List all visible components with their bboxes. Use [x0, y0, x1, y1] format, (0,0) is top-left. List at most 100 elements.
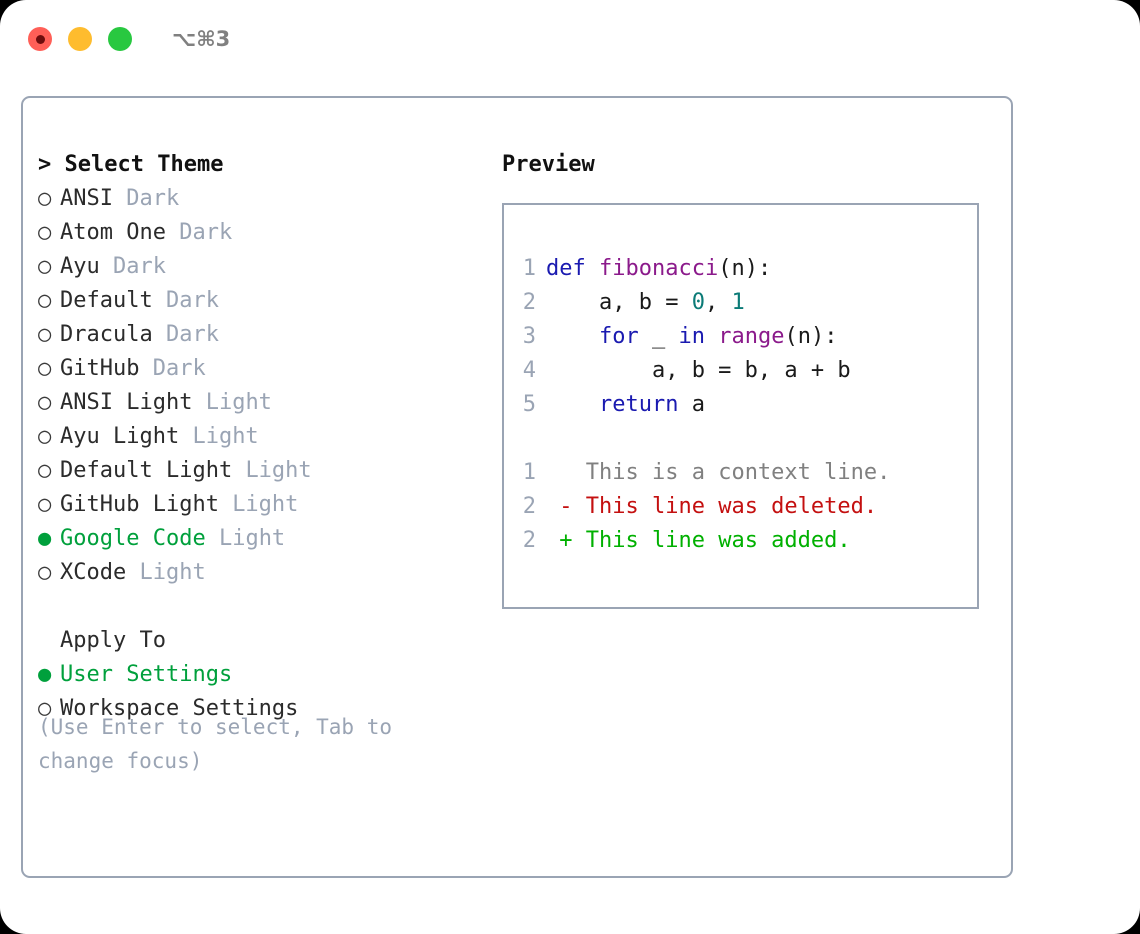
theme-option-label: Ayu [60, 254, 113, 279]
line-number: 2 [522, 494, 536, 519]
theme-option-label: Default Light [60, 458, 246, 483]
theme-option-label: Dracula [60, 322, 166, 347]
select-theme-heading: > Select Theme [38, 148, 488, 182]
apply-to-option-label: User Settings [60, 662, 233, 687]
code-token: fibonacci [599, 256, 719, 281]
close-button[interactable] [28, 27, 52, 51]
theme-option-google-code[interactable]: ● Google Code Light [38, 522, 488, 556]
theme-option-label: ANSI Light [60, 390, 206, 415]
apply-to-label: Apply To [60, 628, 166, 653]
code-diff-separator [522, 422, 890, 456]
line-number: 3 [522, 324, 536, 349]
radio-unselected-icon: ○ [38, 356, 52, 381]
keyboard-shortcut-label: ⌥⌘3 [172, 27, 231, 51]
theme-option-label: GitHub Light [60, 492, 233, 517]
code-token: range [718, 324, 785, 349]
code-token: a, b = b, a + b [546, 358, 851, 383]
diff-marker: - [546, 494, 586, 519]
theme-option-label: Ayu Light [60, 424, 193, 449]
theme-option-label: ANSI [60, 186, 127, 211]
apply-to-option-workspace-settings[interactable]: ○Workspace Settings [38, 692, 488, 726]
apply-to-options-list[interactable]: ● User Settings ○Workspace Settings [38, 658, 488, 726]
radio-unselected-icon: ○ [38, 390, 52, 415]
code-token [586, 256, 599, 281]
theme-option-kind: Dark [165, 288, 219, 313]
theme-list-column: > Select Theme ○ANSI Dark○Atom One Dark○… [38, 148, 488, 726]
keyboard-hint-text: (Use Enter to select, Tab to change focu… [38, 715, 405, 773]
diff-line: 2 - This line was deleted. [522, 490, 890, 524]
code-token: in [678, 324, 705, 349]
theme-option-default-light[interactable]: ○ Default Light Light [38, 454, 488, 488]
diff-text: This line was deleted. [585, 494, 878, 519]
radio-unselected-icon: ○ [38, 492, 52, 517]
code-token: for [598, 324, 639, 349]
theme-option-kind: Dark [179, 220, 233, 245]
diff-marker [546, 460, 586, 485]
code-line: 3 for _ in range(n): [522, 320, 890, 354]
prompt-caret: > [38, 152, 65, 177]
apply-to-option-label: Workspace Settings [60, 696, 299, 721]
theme-option-kind: Dark [165, 322, 219, 347]
apply-to-option-user-settings[interactable]: ● User Settings [38, 658, 488, 692]
theme-option-kind: Light [205, 390, 272, 415]
diff-line: 2 + This line was added. [522, 524, 890, 558]
select-theme-title: Select Theme [64, 152, 224, 177]
theme-option-ayu-light[interactable]: ○ Ayu Light Light [38, 420, 488, 454]
code-token: a, b = [546, 290, 692, 315]
theme-option-ansi-light[interactable]: ○ ANSI Light Light [38, 386, 488, 420]
window-titlebar: ⌥⌘3 [0, 0, 1140, 78]
radio-unselected-icon: ○ [38, 186, 52, 211]
line-number: 4 [522, 358, 536, 383]
code-token: a [678, 392, 705, 417]
radio-unselected-icon: ○ [38, 424, 52, 449]
code-token: _ [638, 324, 679, 349]
theme-picker-panel: > Select Theme ○ANSI Dark○Atom One Dark○… [21, 96, 1013, 878]
theme-option-ayu[interactable]: ○Ayu Dark [38, 250, 488, 284]
code-token [546, 392, 599, 417]
theme-option-kind: Light [139, 560, 206, 585]
line-number: 1 [522, 460, 536, 485]
theme-option-kind: Light [245, 458, 312, 483]
apply-to-indent [38, 624, 60, 658]
theme-option-kind: Light [218, 526, 286, 551]
code-line: 2 a, b = 0, 1 [522, 286, 890, 320]
minimize-button[interactable] [68, 27, 92, 51]
radio-unselected-icon: ○ [38, 458, 52, 483]
theme-option-label: GitHub [60, 356, 153, 381]
theme-option-ansi[interactable]: ○ ANSI Dark [38, 182, 488, 216]
theme-option-label: XCode [60, 560, 140, 585]
theme-option-github-light[interactable]: ○ GitHub Light Light [38, 488, 488, 522]
theme-option-kind: Dark [126, 186, 180, 211]
theme-option-xcode[interactable]: ○ XCode Light [38, 556, 488, 590]
radio-unselected-icon: ○ [38, 254, 52, 279]
theme-option-kind: Light [192, 424, 259, 449]
line-number: 5 [522, 392, 536, 417]
radio-unselected-icon: ○ [38, 322, 52, 347]
diff-line: 1 This is a context line. [522, 456, 891, 490]
line-number: 2 [522, 528, 536, 553]
radio-unselected-icon: ○ [38, 220, 52, 245]
radio-unselected-icon: ○ [38, 560, 52, 585]
theme-option-default[interactable]: ○Default Dark [38, 284, 488, 318]
preview-heading: Preview [502, 152, 595, 177]
theme-option-kind: Light [232, 492, 299, 517]
zoom-button[interactable] [108, 27, 132, 51]
theme-option-github[interactable]: ○GitHub Dark [38, 352, 488, 386]
diff-marker: + [546, 528, 586, 553]
code-token: return [598, 392, 679, 417]
theme-option-dracula[interactable]: ○ Dracula Dark [38, 318, 488, 352]
theme-option-atom-one[interactable]: ○Atom One Dark [38, 216, 488, 250]
theme-option-label: Google Code [60, 526, 219, 551]
list-spacer [38, 590, 488, 624]
code-token: 1 [731, 290, 745, 315]
radio-selected-icon: ● [38, 662, 52, 687]
theme-options-list[interactable]: ○ANSI Dark○Atom One Dark○Ayu Dark○Defaul… [38, 182, 488, 590]
radio-selected-icon: ● [38, 526, 52, 551]
diff-text: This line was added. [585, 528, 851, 553]
code-token: , [704, 290, 732, 315]
